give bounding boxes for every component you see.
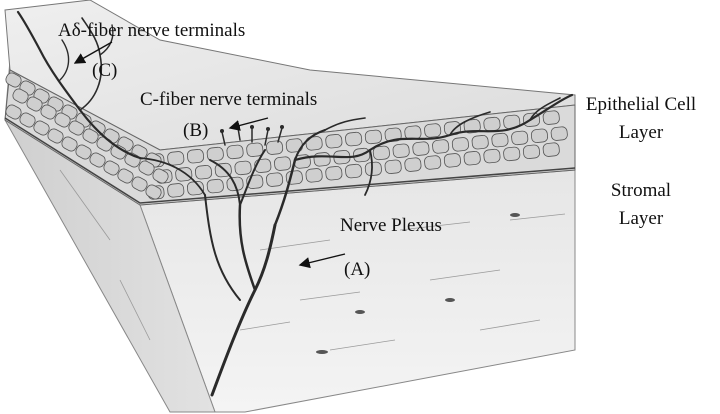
- epithelial-cell: [522, 144, 541, 159]
- epithelial-cell: [274, 156, 292, 171]
- arrow-b: [228, 117, 269, 131]
- epithelial-cell: [404, 157, 422, 172]
- epithelial-cell: [451, 137, 469, 152]
- epithelial-cell: [82, 128, 99, 144]
- basement-membrane: [4, 117, 576, 204]
- epithelial-cell: [89, 152, 106, 168]
- epithelial-cell: [372, 145, 390, 161]
- epithelial-cell: [313, 152, 331, 167]
- epithelial-cell: [285, 138, 303, 153]
- label-c-fiber: C-fiber nerve terminals: [140, 89, 318, 110]
- epithelial-cell: [392, 143, 410, 158]
- epithelial-cell: [325, 134, 343, 149]
- epithelial-cell: [194, 165, 213, 180]
- epithelial-cell: [542, 110, 560, 125]
- epithelial-cell: [19, 112, 36, 128]
- epithelial-cell: [345, 163, 363, 179]
- epithelial-cell: [463, 151, 481, 166]
- epithelial-cell: [305, 136, 323, 151]
- epithelial-cell: [167, 151, 185, 166]
- epithelial-cell: [483, 148, 501, 164]
- arrow-c: [73, 41, 113, 64]
- epithelial-cell: [266, 172, 284, 187]
- epithelial-cell: [491, 132, 509, 148]
- epithelial-cell: [412, 141, 430, 156]
- epithelial-cell: [131, 176, 148, 192]
- label-epithelial-line1: Epithelial Cell: [585, 94, 697, 115]
- epithelial-cell: [5, 72, 22, 88]
- epithelial-cell: [384, 159, 402, 174]
- stromal-layer-front: [139, 169, 576, 413]
- label-nerve-plexus: Nerve Plexus: [340, 215, 442, 236]
- stroma-texture: [59, 169, 566, 351]
- keratocytes: [316, 213, 520, 354]
- epithelial-cell: [54, 112, 71, 128]
- epithelial-cell: [483, 116, 501, 132]
- nerve-plexus-left: [16, 10, 142, 160]
- epithelial-cell: [266, 140, 284, 155]
- epithelial-cell: [110, 144, 127, 160]
- epithelial-cell: [511, 130, 529, 146]
- label-epithelial-line2: Layer: [618, 122, 664, 143]
- label-stromal-line2: Layer: [618, 208, 664, 229]
- epithelial-cell: [364, 129, 382, 145]
- marker-c: (C): [92, 60, 118, 81]
- epithelial-cell: [345, 131, 363, 147]
- epithelial-cell: [12, 88, 29, 104]
- epithelial-cell: [138, 160, 155, 176]
- epithelial-cell: [175, 167, 193, 182]
- epithelial-cell: [226, 144, 244, 160]
- epithelial-cell: [234, 160, 252, 176]
- epithelial-cell: [47, 128, 64, 144]
- epithelial-cell: [550, 126, 568, 141]
- epithelial-cell: [432, 139, 450, 154]
- epithelial-cell: [75, 144, 92, 160]
- epithelial-cell: [186, 149, 205, 164]
- epithelial-cell: [33, 120, 50, 136]
- epithelial-cell: [530, 128, 549, 143]
- epithelial-cell: [305, 168, 323, 183]
- epithelial-cell: [61, 136, 78, 152]
- epithelial-cell: [206, 178, 224, 194]
- epithelial-cell: [145, 184, 162, 200]
- epithelial-cell: [471, 135, 489, 150]
- label-a-delta-fiber: Aδ-fiber nerve terminals: [58, 20, 246, 41]
- marker-a: (A): [344, 259, 371, 280]
- epithelial-cell: [542, 142, 560, 157]
- epithelial-cell: [443, 153, 461, 168]
- marker-b: (B): [183, 120, 209, 141]
- epithelial-cell: [503, 146, 521, 162]
- label-stromal-line1: Stromal: [610, 180, 672, 201]
- epithelial-cell: [40, 104, 57, 120]
- epithelial-cell: [68, 120, 85, 136]
- epithelial-cell: [152, 168, 169, 184]
- epithelial-cell: [103, 160, 120, 176]
- epithelial-cell: [463, 119, 481, 134]
- epithelial-cell: [246, 142, 264, 157]
- epithelial-cell: [364, 161, 382, 177]
- epithelial-cell: [424, 155, 442, 170]
- epithelial-cell: [117, 168, 134, 184]
- pointer-arrows: [73, 41, 346, 269]
- epithelial-cell: [424, 123, 442, 138]
- epithelial-cell: [167, 183, 185, 198]
- epithelial-cell: [325, 166, 343, 181]
- epithelial-cell: [5, 104, 22, 120]
- nerve-fibers: [16, 10, 574, 397]
- arrow-a: [298, 253, 346, 269]
- epithelial-cell: [206, 146, 224, 162]
- epithelial-cell: [384, 127, 402, 142]
- epithelial-cell: [26, 96, 43, 112]
